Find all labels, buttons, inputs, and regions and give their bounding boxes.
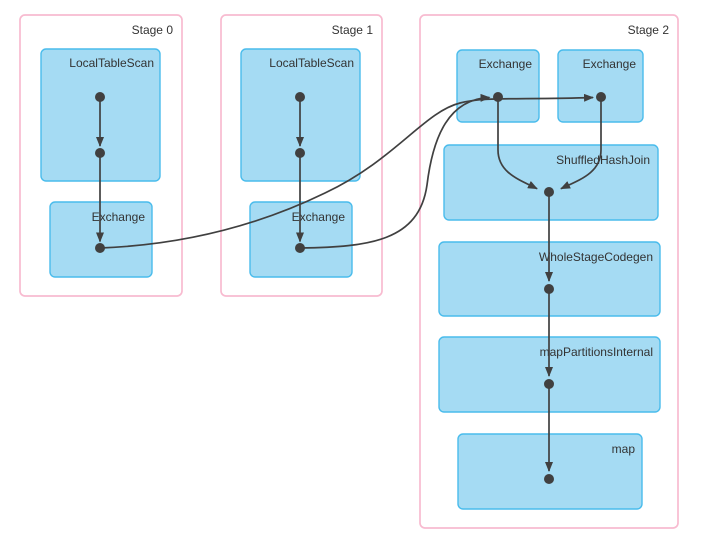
operator-dot [544,284,554,294]
node-stage2-shuffledhashjoin-label: ShuffledHashJoin [556,153,650,167]
operator-dot [295,92,305,102]
edge-exchange-right-to-join [560,97,602,190]
operator-dot [544,187,554,197]
operator-dot [295,148,305,158]
operator-dot [493,92,503,102]
operator-dot [95,92,105,102]
operator-dot [544,474,554,484]
node-stage2-mappartitionsinternal-label: mapPartitionsInternal [540,345,653,359]
edge-exchange-left-to-join [497,97,538,190]
operator-dot [596,92,606,102]
node-stage2-map-label: map [612,442,636,456]
stage-1-label: Stage 1 [332,23,374,37]
operator-dot [95,243,105,253]
operator-dot [295,243,305,253]
node-stage2-exchange-right-label: Exchange [583,57,637,71]
operator-dot [544,379,554,389]
node-stage2-exchange-left-label: Exchange [479,57,533,71]
edge-stage1-exchange-to-stage2-exchange-left [299,93,491,249]
operator-dot [95,148,105,158]
node-stage2-wholestagecodegen-label: WholeStageCodegen [539,250,653,264]
node-stage0-exchange-label: Exchange [92,210,146,224]
node-stage1-exchange-label: Exchange [292,210,346,224]
node-stage0-localtablescan-label: LocalTableScan [69,56,154,70]
stage-2-label: Stage 2 [628,23,670,37]
stage-0-label: Stage 0 [132,23,174,37]
node-stage2-shuffledhashjoin[interactable] [443,144,659,221]
operator-dots [95,92,606,484]
node-stage1-localtablescan-label: LocalTableScan [269,56,354,70]
